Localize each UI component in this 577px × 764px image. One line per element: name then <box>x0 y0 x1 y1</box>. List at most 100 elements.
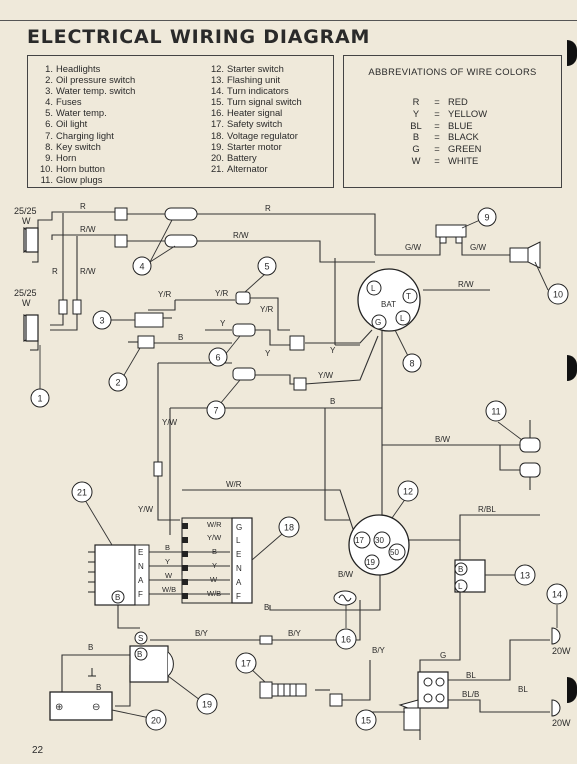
wire-label: Y <box>265 349 271 358</box>
headlight-bottom <box>23 314 39 351</box>
svg-text:13: 13 <box>520 571 530 581</box>
callout-9: 9 <box>477 207 497 227</box>
svg-text:21: 21 <box>77 488 87 498</box>
abbreviation-row: R=RED <box>412 96 468 107</box>
battery-negative: ⊖ <box>92 702 100 713</box>
legend-item: 8.Key switch <box>45 140 101 152</box>
wire-battery-neg <box>115 665 131 707</box>
regulator-terminal-f: F <box>236 592 241 601</box>
wire-label: G/W <box>405 243 421 252</box>
wire-g-flash <box>419 590 461 680</box>
wire-label: Y/R <box>158 290 172 299</box>
horn-button <box>509 241 541 269</box>
legend-item: 4.Fuses <box>45 96 82 108</box>
wire-alt-b <box>117 600 140 629</box>
svg-text:9: 9 <box>484 213 489 223</box>
wire-rbl <box>400 514 540 541</box>
regulator-wire-label: B <box>212 547 217 556</box>
legend-item: 12.Starter switch <box>210 63 284 74</box>
wire-label: R <box>265 204 271 213</box>
fuse <box>164 207 198 221</box>
wire-label: BL <box>466 671 476 680</box>
fuse <box>164 234 198 248</box>
legend-item: 11.Glow plugs <box>40 173 103 185</box>
svg-text:7: 7 <box>213 406 218 416</box>
wire-label: Y/W <box>318 371 334 380</box>
connector <box>293 377 307 391</box>
callout-7: 7 <box>206 400 226 420</box>
wire-label: Y/R <box>215 289 229 298</box>
callout-20: 20 <box>145 709 167 731</box>
starter-motor-terminal-b: B <box>137 650 142 659</box>
wire-label: R/W <box>233 231 249 240</box>
starter-switch <box>348 514 410 576</box>
flasher-terminal-l: L <box>458 582 463 591</box>
wire-label: Y <box>330 346 336 355</box>
wire-labels: R R R/W R/W R R/W G/W G/W R/W Y/R Y/R Y/… <box>52 202 528 699</box>
wire-gw-horn <box>461 240 510 256</box>
legend-item: 5.Water temp. <box>45 107 107 119</box>
svg-text:2: 2 <box>115 378 120 388</box>
svg-text:15: 15 <box>361 716 371 726</box>
wires <box>37 211 550 740</box>
connector <box>329 693 343 707</box>
wire-label: Y/W <box>138 505 154 514</box>
wire-label: R/W <box>80 267 96 276</box>
legend-item: 14.Turn indicators <box>210 85 289 97</box>
svg-text:6: 6 <box>215 353 220 363</box>
svg-text:10: 10 <box>553 290 563 300</box>
legend-item: 3.Water temp. switch <box>45 85 136 97</box>
regulator-wire-label: Y <box>165 557 170 566</box>
legend-item: 9.Horn <box>45 151 77 163</box>
starter-terminal-30: 30 <box>375 536 384 545</box>
legend-item: 21.Alternator <box>210 162 268 174</box>
wire-label: B <box>330 397 335 406</box>
connector <box>72 299 82 315</box>
wire-alt-reg <box>148 551 230 595</box>
callout-6: 6 <box>208 347 228 367</box>
regulator-wire-label: W/B <box>207 589 221 598</box>
wire-label: B <box>96 683 101 692</box>
callout-4: 4 <box>132 256 152 276</box>
wire-rw-headlight-bottom <box>50 312 78 331</box>
wire-label: R/W <box>80 225 96 234</box>
wire-label: BL <box>518 685 528 694</box>
wire-b-battery <box>61 654 130 705</box>
binder-hole <box>567 355 577 381</box>
headlight-rating-bottom-unit: W <box>22 298 31 308</box>
wire-y-key <box>305 329 373 344</box>
battery-positive: ⊕ <box>55 702 63 713</box>
water-temp-lamp <box>235 291 251 305</box>
wire-label: W/R <box>226 480 242 489</box>
connector <box>289 335 305 351</box>
page-title: ELECTRICAL WIRING DIAGRAM <box>27 26 371 48</box>
callouts: 1 2 3 4 5 6 7 8 9 10 11 12 13 14 15 16 1… <box>30 207 569 731</box>
svg-text:16: 16 <box>341 635 351 645</box>
regulator-terminal-g: G <box>236 523 242 532</box>
starter-terminal-17: 17 <box>355 536 364 545</box>
svg-text:19: 19 <box>202 700 212 710</box>
wire-label: G <box>440 651 446 660</box>
connector <box>259 635 273 645</box>
wire-yw-down <box>157 363 180 521</box>
wire-rw-main <box>127 240 375 263</box>
battery <box>49 668 113 721</box>
alternator-terminal-f: F <box>138 590 143 599</box>
top-rule <box>0 20 577 21</box>
binder-hole <box>567 40 577 66</box>
wire-r-headlight-top <box>37 211 115 240</box>
wire-label: Y/R <box>260 305 274 314</box>
svg-text:12: 12 <box>403 487 413 497</box>
wire-label: B/W <box>338 570 354 579</box>
regulator-wire-label: W <box>165 571 173 580</box>
flasher-terminal-b: B <box>458 565 463 574</box>
wire-label: B <box>88 643 93 652</box>
key-switch <box>357 268 421 332</box>
wire-rw-headlight-top <box>51 234 115 240</box>
abbreviation-row: W=WHITE <box>411 154 479 166</box>
callout-17: 17 <box>235 652 257 674</box>
starter-motor-terminal-s: S <box>138 634 143 643</box>
wire-label: B <box>264 603 269 612</box>
alternator-terminal-n: N <box>138 562 144 571</box>
